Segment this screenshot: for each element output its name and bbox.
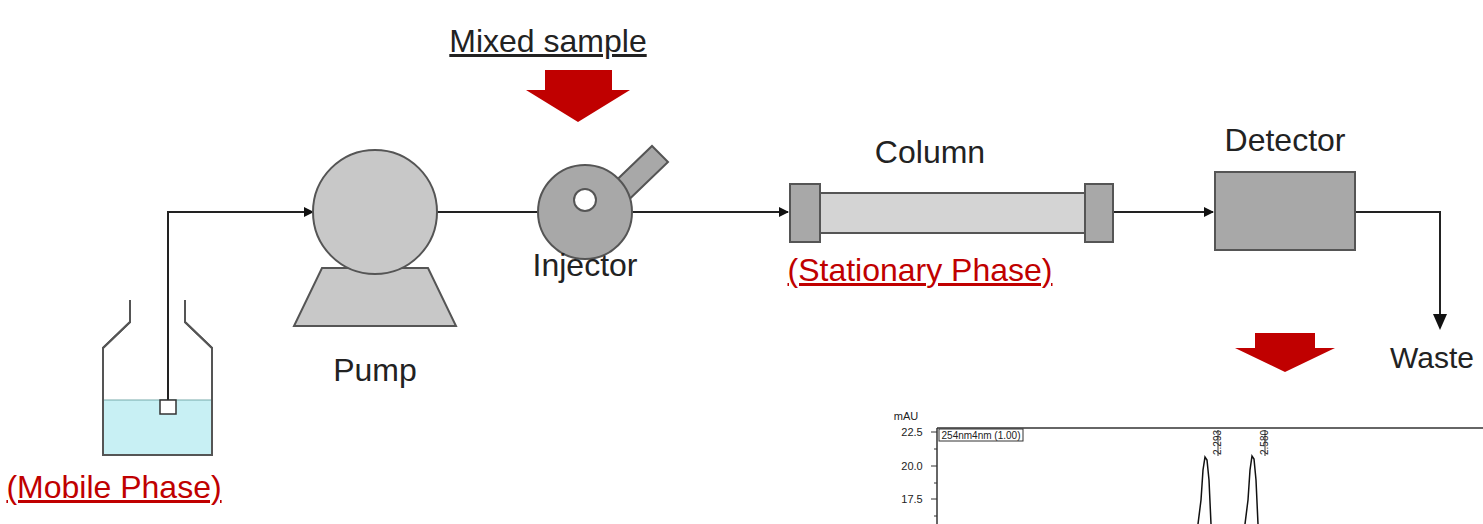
part-label: Detector xyxy=(1225,122,1346,159)
flow-line xyxy=(1113,211,1213,213)
pump: Pump xyxy=(280,140,470,390)
waste-line xyxy=(1355,212,1440,318)
waste-label: Waste xyxy=(1390,341,1474,374)
sample-label: Mixed sample xyxy=(449,24,646,59)
arrow-head xyxy=(1433,314,1447,330)
peak-time: 2.580 xyxy=(1260,429,1271,454)
red-arrow xyxy=(1235,333,1335,372)
red-caption: (Stationary Phase) xyxy=(787,252,1052,289)
part-label: Injector xyxy=(533,247,638,284)
part-label: Column xyxy=(875,134,985,171)
injector-valve: Injector xyxy=(520,100,690,290)
flow-line xyxy=(632,211,788,213)
tick-value: 22.5 xyxy=(901,426,922,438)
tick-value: 20.0 xyxy=(901,460,922,472)
column: Column (Stationary Phase) xyxy=(770,125,1130,290)
part-label: Pump xyxy=(333,352,417,389)
flow-line xyxy=(168,212,313,290)
chromatogram xyxy=(884,412,1483,524)
flow-line xyxy=(437,211,538,213)
peak-time: 2.293 xyxy=(1213,429,1224,454)
detector: Detector xyxy=(1200,110,1370,255)
solvent-bottle: (Mobile Phase) xyxy=(0,290,232,524)
red-arrow xyxy=(526,70,630,122)
tick-value: 17.5 xyxy=(901,493,922,505)
axis-unit: mAU xyxy=(894,410,918,422)
red-caption: (Mobile Phase) xyxy=(6,469,221,506)
channel-label: 254nm4nm (1.00) xyxy=(942,430,1021,441)
